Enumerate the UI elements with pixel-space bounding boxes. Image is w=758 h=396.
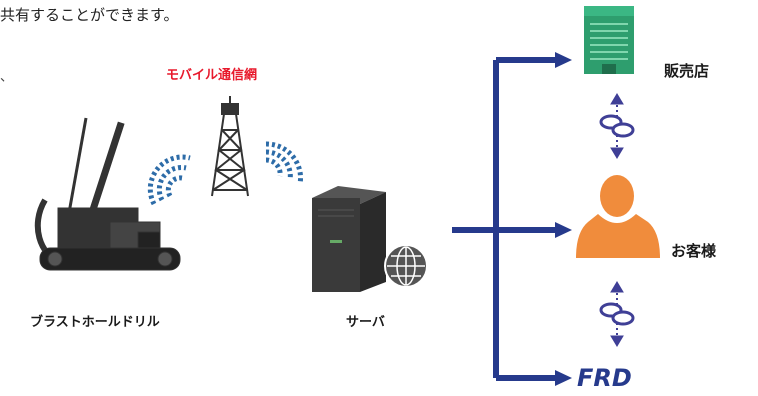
distribution-arrows [452, 57, 556, 381]
server-icon [312, 186, 386, 292]
drill-label: ブラストホールドリル [30, 315, 160, 330]
globe-icon [384, 244, 428, 288]
chain-link-icon [599, 302, 635, 326]
mobile-network-label: モバイル通信網 [166, 68, 258, 83]
arrow-head-store [555, 52, 572, 68]
server-label: サーバ [346, 315, 385, 330]
arrow-heads [555, 52, 572, 386]
left-signal-waves-icon [147, 154, 191, 206]
chain-link-icon [599, 114, 635, 138]
customer-label: お客様 [671, 242, 717, 260]
drill-machine-icon [34, 117, 181, 271]
side-mark: 、 [0, 70, 14, 85]
cell-tower-icon [211, 96, 249, 197]
link-connector-lower [599, 281, 635, 347]
building-icon [584, 6, 634, 74]
arrow-head-logo [555, 370, 572, 386]
store-label: 販売店 [664, 62, 710, 80]
frd-logo: FRD [577, 364, 632, 392]
person-icon [576, 175, 660, 258]
arrow-head-customer [555, 222, 572, 238]
link-connector-upper [599, 93, 635, 159]
frd-logo-text: FRD [577, 364, 632, 392]
right-signal-waves-icon [265, 141, 304, 185]
intro-text: 共有することができます。 [0, 6, 179, 24]
